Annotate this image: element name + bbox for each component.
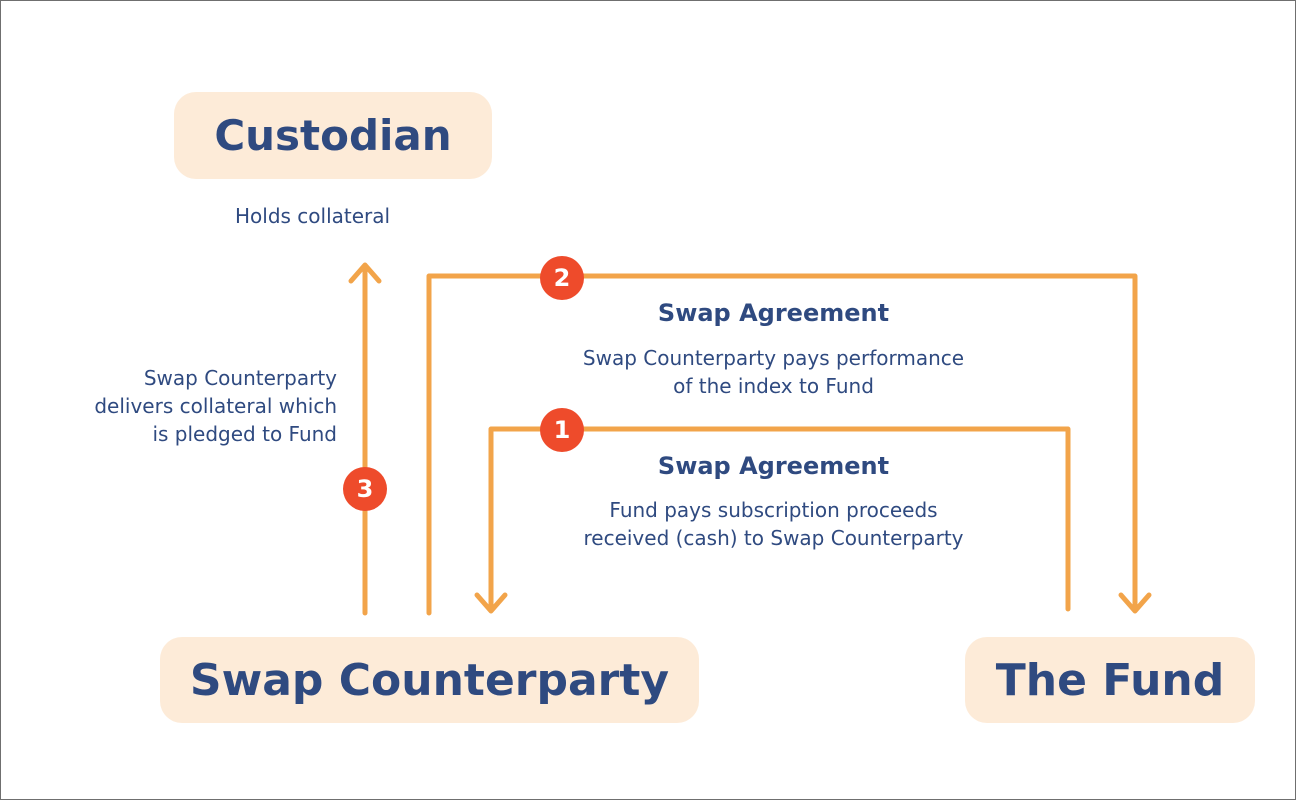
step-2-badge: 2 bbox=[540, 256, 584, 300]
step-3-badge: 3 bbox=[343, 467, 387, 511]
step-1-line-2: received (cash) to Swap Counterparty bbox=[583, 526, 964, 550]
flow-3-arrowhead bbox=[348, 262, 382, 284]
flow-1-line bbox=[488, 426, 1071, 612]
flow-3-arrow bbox=[348, 262, 382, 616]
swap-counterparty-label: Swap Counterparty bbox=[189, 654, 670, 706]
step-3-line-2: delivers collateral which bbox=[94, 394, 337, 418]
step-3-line-1: Swap Counterparty bbox=[143, 366, 337, 390]
step-3-description: Swap Counterparty delivers collateral wh… bbox=[94, 364, 337, 448]
step-1-description: Fund pays subscription proceeds received… bbox=[501, 496, 1046, 552]
flow-1-arrowhead bbox=[474, 592, 508, 614]
custodian-note: Holds collateral bbox=[235, 204, 391, 228]
flow-2-arrowhead bbox=[1118, 592, 1152, 614]
step-1-badge: 1 bbox=[540, 408, 584, 452]
flow-2-arrow bbox=[426, 273, 1152, 616]
step-2-description: Swap Counterparty pays performance of th… bbox=[501, 344, 1046, 400]
swap-counterparty-box: Swap Counterparty bbox=[160, 637, 699, 723]
step-1-line-1: Fund pays subscription proceeds bbox=[609, 498, 938, 522]
step-2-line-2: of the index to Fund bbox=[673, 374, 874, 398]
step-2-title: Swap Agreement bbox=[657, 299, 890, 327]
flow-1-arrow bbox=[474, 426, 1071, 614]
flow-2-line bbox=[426, 273, 1138, 616]
fund-box: The Fund bbox=[965, 637, 1255, 723]
custodian-label: Custodian bbox=[214, 111, 452, 160]
step-3-line-3: is pledged to Fund bbox=[152, 422, 337, 446]
step-1-title: Swap Agreement bbox=[657, 452, 890, 480]
step-2-line-1: Swap Counterparty pays performance bbox=[582, 346, 965, 370]
custodian-box: Custodian bbox=[174, 92, 492, 179]
fund-label: The Fund bbox=[995, 654, 1225, 706]
